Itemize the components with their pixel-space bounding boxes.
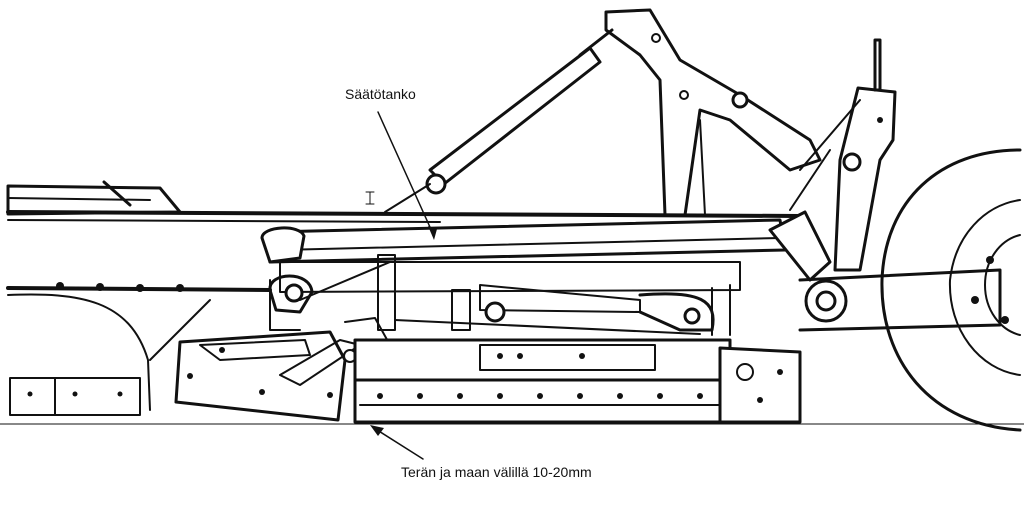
main-beam <box>260 218 787 331</box>
left-drum <box>6 282 272 416</box>
wheel <box>880 148 1022 432</box>
top-link-mast <box>789 38 897 272</box>
lower-linkage <box>268 254 731 336</box>
adjust-rod-label: Säätötanko <box>345 86 416 102</box>
callout-arrow-blade-gap <box>370 425 424 460</box>
hydraulic-cylinder <box>384 28 614 213</box>
lifting-arm <box>604 8 822 217</box>
text-cursor-icon <box>365 191 375 205</box>
blade-gap-label: Terän ja maan välillä 10-20mm <box>401 464 592 480</box>
callout-arrow-adjust-rod <box>377 111 437 240</box>
rear-blade <box>353 338 802 424</box>
right-pivot-arm <box>768 210 1002 332</box>
